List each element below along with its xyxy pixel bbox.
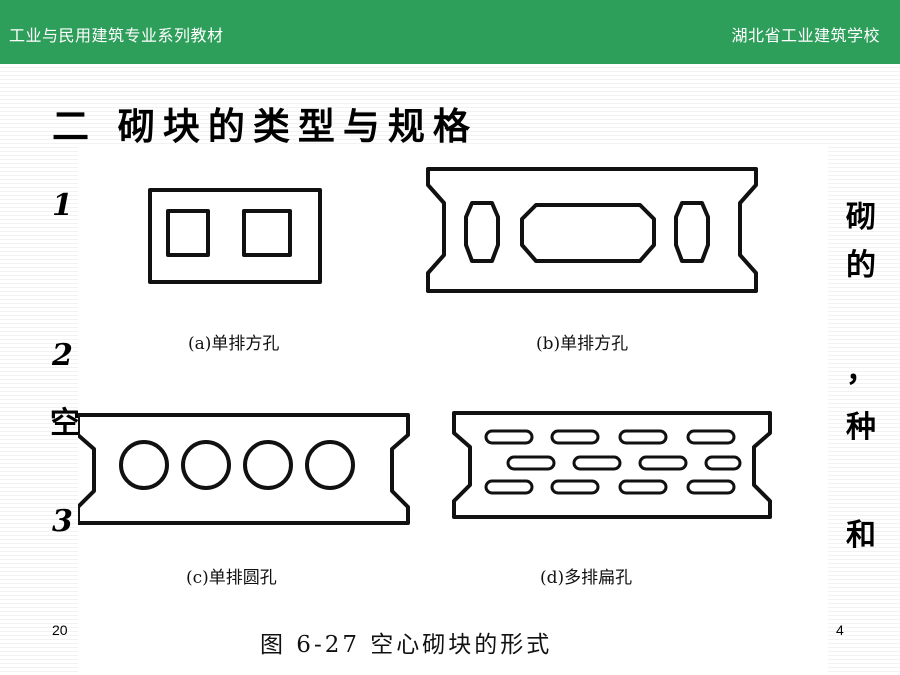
header-bar: 工业与民用建筑专业系列教材 湖北省工业建筑学校 xyxy=(0,0,900,64)
body-line-1-left: 1 xyxy=(52,188,73,223)
body-line-3-left: 2 xyxy=(52,338,73,373)
block-a-drawing xyxy=(148,188,322,284)
block-c-drawing xyxy=(78,413,410,525)
caption-b: (b)单排方孔 xyxy=(536,334,629,354)
hollow-block-figure: (a)单排方孔 (b)单排方孔 (c)单排圆孔 (d)多排扁孔 图 6-27 空… xyxy=(78,145,828,675)
body-line-5-right: 和 xyxy=(846,518,876,553)
body-line-3-right: ， xyxy=(846,354,876,389)
block-d-drawing xyxy=(452,411,772,519)
course-title: 工业与民用建筑专业系列教材 xyxy=(9,26,224,45)
caption-a: (a)单排方孔 xyxy=(188,334,280,354)
body-line-5-left: 3 xyxy=(52,504,73,539)
body-line-4-right: 种 xyxy=(846,410,876,445)
caption-c: (c)单排圆孔 xyxy=(186,568,277,588)
figure-title: 图 6-27 空心砌块的形式 xyxy=(260,632,553,658)
hollow-block-drawings xyxy=(78,167,772,525)
slide-title: 二 砌块的类型与规格 xyxy=(52,104,478,148)
block-b-drawing xyxy=(426,167,758,293)
page-number: 4 xyxy=(836,622,844,638)
school-name: 湖北省工业建筑学校 xyxy=(731,26,880,45)
body-line-2-right: 的 xyxy=(846,248,876,283)
caption-d: (d)多排扁孔 xyxy=(540,568,633,588)
footer-date: 20 xyxy=(52,622,68,638)
body-line-4-left: 空 xyxy=(50,406,80,441)
body-line-1-right: 砌 xyxy=(846,200,876,235)
